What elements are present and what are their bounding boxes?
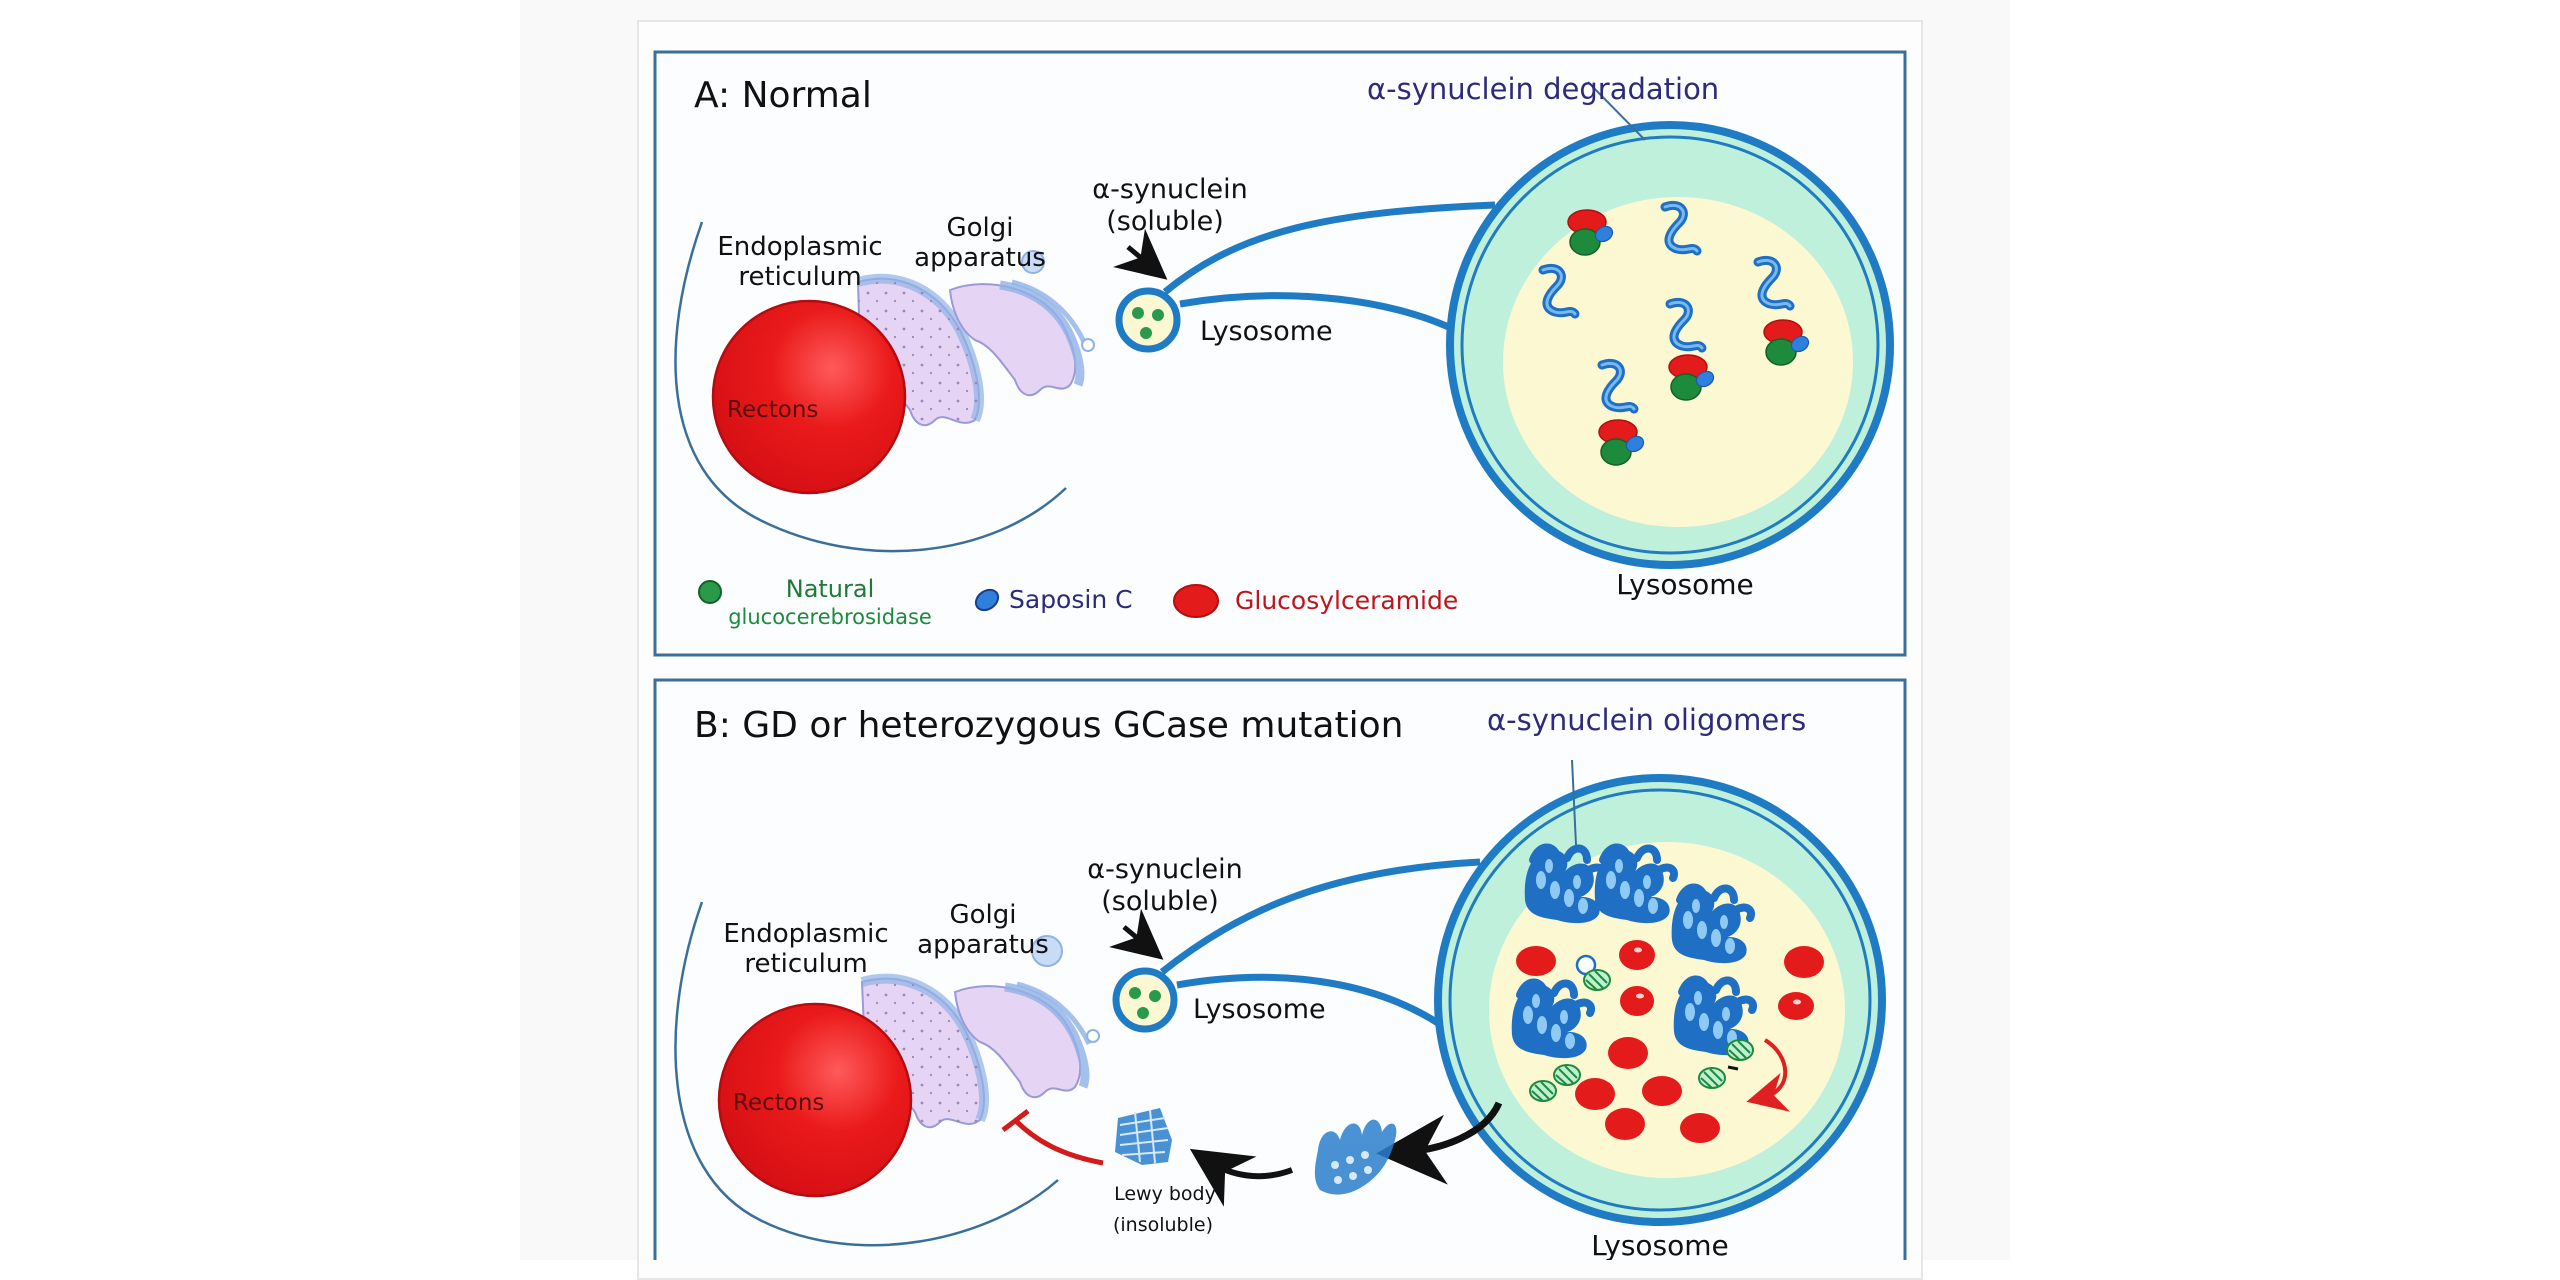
big-lysosome-label: Lysosome — [1591, 1229, 1729, 1260]
inhibition-line — [1013, 1118, 1104, 1166]
cell-membrane-arc — [674, 221, 1067, 553]
export-arrow-icon — [1376, 1101, 1503, 1185]
big-lysosome-label: Lysosome — [1616, 568, 1754, 601]
panel-b-title: B: GD or heterozygous GCase mutation — [694, 705, 1403, 746]
er-label-line1: Endoplasmic — [723, 919, 888, 949]
syn-label-line2: (soluble) — [1106, 206, 1224, 237]
legend: Natural glucocerebrosidase Saposin C Glu… — [698, 575, 1458, 629]
lysosome-callout: α-synuclein oligomers — [1487, 703, 1806, 737]
lysosome-connector-lower — [1179, 292, 1467, 339]
mutant-gcase-icon — [1698, 1067, 1726, 1089]
arrow-icon — [1112, 228, 1168, 280]
red-curved-arrow-icon — [1746, 1038, 1791, 1112]
syn-label-line2: (soluble) — [1101, 886, 1219, 917]
lewy-body-label-line1: Lewy body — [1114, 1183, 1216, 1205]
er-label-line1: Endoplasmic — [717, 232, 882, 262]
big-lysosome — [1446, 121, 1894, 569]
green-enzyme-icon — [698, 580, 722, 604]
glucosylceramide-icon — [1784, 946, 1824, 978]
glucosylceramide-icon — [1642, 1076, 1682, 1106]
mutant-gcase-icon — [1553, 1064, 1581, 1086]
panel-b: B: GD or heterozygous GCase mutation Rec… — [653, 678, 1907, 1260]
mutant-gcase-icon — [1726, 1039, 1754, 1061]
nucleus-label: Rectons — [727, 397, 818, 423]
cell-membrane-arc — [674, 901, 1059, 1247]
panel-a-title: A: Normal — [694, 75, 872, 116]
glucosylceramide-icon — [1605, 1108, 1645, 1140]
legend-item-glucosylceramide: Glucosylceramide — [1173, 584, 1458, 618]
aggregation-arrow-icon — [1189, 1148, 1294, 1207]
er-label-line2: reticulum — [738, 262, 861, 292]
legend-item-saposin: Saposin C — [974, 585, 1133, 614]
mutant-gcase-icon — [1583, 969, 1611, 991]
lysosome-callout: α-synuclein degradation — [1367, 72, 1719, 106]
golgi-label-line2: apparatus — [917, 930, 1049, 960]
mutant-gcase-icon — [1529, 1080, 1557, 1102]
glucosylceramide-icon — [1619, 940, 1655, 970]
glucosylceramide-icon — [1575, 1078, 1615, 1110]
lewy-body-icon — [1115, 1108, 1172, 1165]
callout-leader-line — [1571, 759, 1577, 846]
lewy-body-label-line2: (insoluble) — [1113, 1214, 1213, 1236]
small-lysosome-label: Lysosome — [1193, 994, 1326, 1025]
red-lipid-icon — [1173, 584, 1219, 618]
lysosome-connector-upper — [1159, 858, 1481, 975]
arrow-icon — [1108, 908, 1164, 960]
golgi-apparatus — [856, 250, 1095, 427]
legend-label-line2: glucocerebrosidase — [728, 605, 932, 629]
er-label-line2: reticulum — [744, 949, 867, 979]
glucosylceramide-icon — [1680, 1113, 1720, 1143]
blue-saposin-icon — [974, 588, 1000, 612]
legend-label-saposin: Saposin C — [1009, 585, 1133, 614]
alpha-synuclein-fibril-icon — [1314, 1119, 1397, 1195]
golgi-label-line1: Golgi — [946, 213, 1013, 243]
inhibition-bar-icon — [1001, 1109, 1030, 1132]
legend-label-line1: Natural — [786, 575, 875, 603]
golgi-label-line1: Golgi — [949, 900, 1016, 930]
syn-label-line1: α-synuclein — [1092, 174, 1247, 205]
glucosylceramide-icon — [1778, 992, 1814, 1020]
lysosome-connector-upper — [1162, 201, 1496, 295]
nucleus-label: Rectons — [733, 1090, 824, 1116]
nucleus — [711, 299, 907, 495]
legend-label-glucosylceramide: Glucosylceramide — [1235, 586, 1458, 615]
golgi-label-line2: apparatus — [914, 243, 1046, 273]
callout-leader-line — [1587, 81, 1646, 141]
glucosylceramide-cluster — [1516, 940, 1824, 1143]
small-lysosome — [1112, 967, 1178, 1033]
glucosylceramide-icon — [1620, 986, 1654, 1016]
syn-label-line1: α-synuclein — [1087, 854, 1242, 885]
big-lysosome — [1434, 774, 1886, 1226]
legend-item-gcase: Natural glucocerebrosidase — [698, 575, 932, 629]
nucleus — [717, 1002, 913, 1198]
small-lysosome-label: Lysosome — [1200, 316, 1333, 347]
lysosome-connector-lower — [1176, 973, 1458, 1038]
panel-a: A: Normal Rectons Endoplasmic reticulum … — [653, 50, 1907, 657]
small-lysosome — [1115, 287, 1181, 353]
glucosylceramide-icon — [1516, 946, 1556, 976]
golgi-apparatus — [860, 935, 1100, 1129]
glucosylceramide-icon — [1608, 1037, 1648, 1069]
